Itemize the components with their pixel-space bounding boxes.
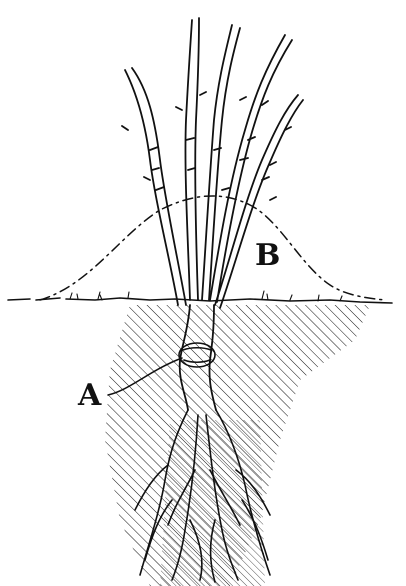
ground-line [8,298,392,303]
label-b: B [255,238,280,273]
soil-hatching [105,305,370,586]
label-a: A [77,378,102,413]
